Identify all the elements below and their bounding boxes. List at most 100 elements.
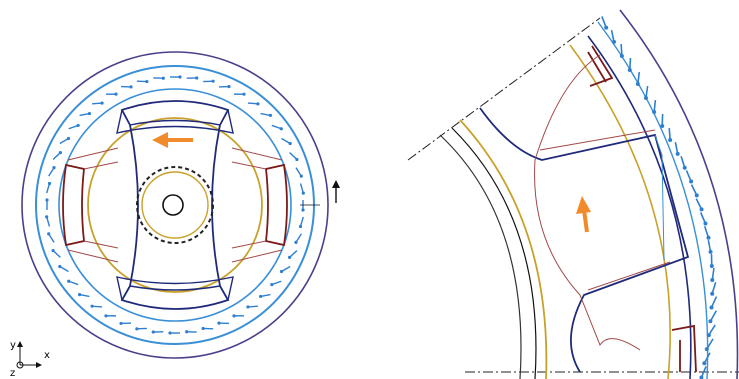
shaft-gold-ring	[141, 171, 209, 239]
rotation-arrow-up-icon	[300, 180, 340, 206]
field-arrow-head	[268, 113, 273, 118]
outer-stator-circle	[21, 51, 329, 359]
top-pole-piece	[116, 109, 234, 134]
field-arrow	[46, 183, 51, 194]
sector-pole-edge	[654, 134, 665, 261]
field-arrow	[260, 112, 271, 117]
upper-magnet-slot	[587, 45, 614, 87]
field-arrow	[48, 167, 55, 177]
lower-magnet-slot	[671, 324, 697, 373]
field-arrow-head	[246, 305, 250, 309]
field-arrow-head	[699, 375, 704, 379]
field-arrow-head	[47, 232, 51, 236]
field-arrow	[59, 137, 69, 145]
field-arrow	[680, 156, 686, 168]
field-arrow-head	[682, 165, 687, 170]
field-arrow	[645, 85, 649, 99]
field-arrow	[79, 112, 90, 117]
field-arrow-head	[195, 76, 199, 80]
field-arrow-head	[201, 326, 205, 331]
axis-label-x: x	[44, 350, 50, 361]
left-pole-connectors	[83, 161, 119, 249]
field-arrow-head	[52, 166, 56, 170]
sector-boundary-upper	[407, 17, 601, 161]
field-arrow-head	[689, 179, 694, 184]
field-arrow-head	[114, 92, 118, 96]
field-arrow	[46, 216, 51, 227]
field-arrow-head	[45, 198, 49, 202]
field-arrow-head	[279, 127, 283, 131]
field-arrow	[79, 293, 90, 298]
field-arrow-head	[704, 347, 709, 352]
right-pole-magnet	[265, 163, 288, 247]
field-arrow-head	[58, 150, 62, 155]
field-arrow-head	[643, 95, 648, 100]
field-arrow-head	[217, 321, 221, 325]
field-arrow-head	[703, 221, 708, 226]
field-arrow	[52, 152, 61, 160]
field-arrow-head	[710, 291, 715, 296]
field-arrow	[703, 352, 711, 364]
field-arrow-head	[178, 75, 182, 79]
pole-bridge-lines	[67, 147, 283, 263]
field-arrow-head	[67, 279, 71, 283]
field-arrow-head	[145, 79, 149, 84]
field-arrow-head	[168, 331, 172, 335]
field-arrow	[59, 265, 69, 273]
field-arrow-head	[151, 330, 155, 334]
field-arrow	[92, 305, 103, 308]
magnetization-arrow-left	[152, 132, 193, 148]
field-arrow-head	[706, 235, 711, 240]
right-pole-connectors	[231, 161, 267, 249]
field-arrow-head	[675, 151, 680, 156]
field-arrow-head	[299, 174, 303, 178]
field-arrow	[299, 216, 304, 227]
field-arrow-head	[627, 67, 632, 72]
field-arrow	[710, 296, 718, 308]
field-arrow-head	[288, 255, 292, 260]
bottom-pole-piece	[116, 276, 234, 301]
field-arrow	[281, 137, 291, 145]
field-arrow-head	[58, 264, 62, 269]
field-arrow-head	[635, 81, 640, 86]
field-arrow	[247, 102, 258, 105]
field-arrow-head	[619, 53, 624, 58]
field-arrow-head	[256, 102, 260, 106]
sector-outer-arc	[619, 9, 739, 379]
field-arrow	[52, 250, 61, 258]
left-pole-magnet	[62, 163, 85, 247]
field-arrow	[601, 16, 607, 28]
field-arrow-head	[295, 157, 299, 162]
axis-label-z: z	[10, 368, 15, 379]
magnetization-arrow-up	[576, 196, 591, 233]
sector-pole-gold-arc	[569, 44, 671, 379]
field-arrow	[48, 233, 55, 243]
field-arrow-head	[87, 111, 92, 116]
field-arrow-head	[161, 76, 165, 80]
airgap-outer-ring	[35, 65, 315, 345]
field-arrow-head	[100, 101, 104, 105]
pole-gold-circle	[87, 117, 263, 293]
field-arrow-head	[294, 240, 298, 244]
sector-inner-arc-black	[451, 127, 537, 379]
field-arrow-head	[699, 207, 704, 212]
field-arrow	[708, 324, 716, 336]
axis-label-y: y	[10, 340, 16, 351]
field-arrow	[695, 198, 703, 210]
sector-pole-body	[479, 107, 690, 373]
field-arrow-head	[301, 208, 305, 212]
field-arrow-head	[660, 123, 665, 128]
field-arrow-head	[242, 92, 246, 96]
field-arrow-head	[279, 269, 284, 274]
field-arrow-head	[47, 181, 52, 186]
field-arrow-head	[66, 136, 71, 141]
field-arrow-head	[710, 277, 715, 282]
field-arrow	[289, 250, 298, 258]
field-arrow-head	[90, 304, 94, 308]
field-arrow-head	[708, 249, 713, 254]
sector-inner-arc-gold	[459, 119, 548, 379]
field-arrow-head	[76, 123, 80, 128]
field-arrow-head	[702, 361, 707, 366]
field-arrow	[281, 265, 291, 273]
